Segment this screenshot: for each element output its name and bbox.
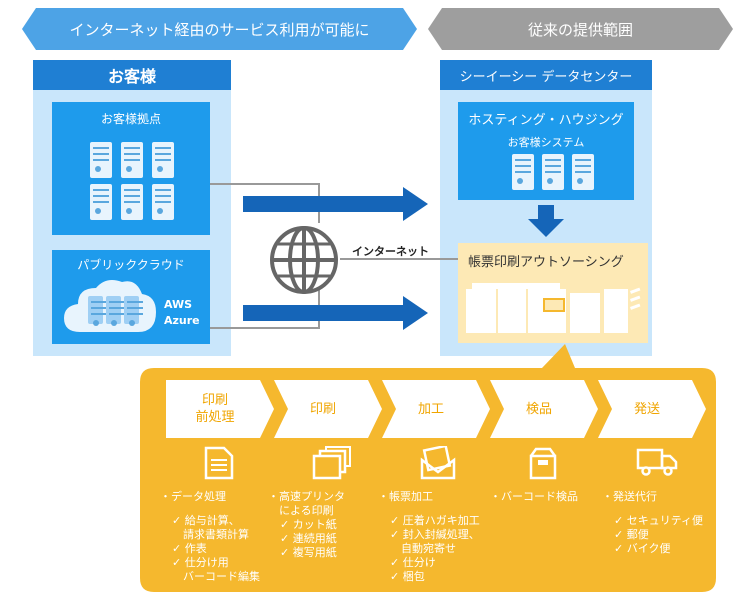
server-icon — [121, 142, 143, 178]
process-column-item: ✓ 給与計算、 — [172, 514, 240, 527]
box-icon — [528, 446, 558, 484]
arrow-right-lower — [243, 296, 428, 330]
process-column-item: ✓ 連続用紙 — [280, 532, 337, 545]
datacenter-header: シーイーシー データセンター — [440, 60, 652, 90]
process-step-5: 発送 — [598, 380, 706, 438]
outsourcing-label: 帳票印刷アウトソーシング — [468, 255, 624, 270]
process-step-label: 加工 — [417, 401, 444, 417]
arrow-right-upper — [243, 187, 428, 221]
process-column-item: ✓ 作表 — [172, 542, 207, 555]
server-icon — [121, 184, 143, 220]
process-step-label: 印刷 — [309, 401, 336, 417]
banner-conventional-scope: 従来の提供範囲 — [428, 8, 733, 50]
process-column-item: ✓ 複写用紙 — [280, 546, 337, 559]
hosting-box: ホスティング・ハウジング お客様システム — [458, 102, 634, 200]
process-step-label: 検品 — [525, 401, 552, 417]
customer-site-box: お客様拠点 — [52, 102, 210, 235]
process-column-title: ・発送代行 — [602, 490, 657, 503]
connector-internet — [340, 258, 458, 260]
process-column-item: ✓ 仕分け用 — [172, 556, 229, 569]
process-column-item: ✓ 仕分け — [390, 556, 436, 569]
process-column-item: ✓ カット紙 — [280, 518, 337, 531]
customer-header: お客様 — [33, 60, 231, 90]
public-cloud-box: パブリッククラウド AWS Azure — [52, 250, 210, 344]
customer-site-label: お客様拠点 — [100, 112, 161, 126]
process-column-item: 請求書類計算 — [172, 528, 249, 541]
process-column-item: ✓ 封入封緘処理、 — [390, 528, 480, 541]
datacenter-header-label: シーイーシー データセンター — [459, 69, 633, 85]
hosting-label: ホスティング・ハウジング — [468, 113, 624, 128]
process-column-title: ・データ処理 — [160, 490, 226, 503]
process-step-4: 検品 — [490, 380, 598, 438]
system-label: お客様システム — [507, 136, 585, 149]
printing-machine-icon — [466, 283, 641, 333]
process-step-1: 印刷前処理 — [166, 380, 274, 438]
envelope-icon — [420, 444, 456, 484]
server-icon — [90, 184, 112, 220]
customer-header-label: お客様 — [107, 67, 156, 86]
process-column-item: ✓ 郵便 — [614, 528, 649, 541]
server-icon — [124, 296, 143, 326]
down-arrow-icon — [528, 205, 564, 237]
truck-icon — [636, 446, 678, 480]
process-column-item: ✓ 梱包 — [390, 570, 425, 583]
internet-label: インターネット — [352, 245, 429, 258]
document-icon — [204, 446, 234, 484]
process-column-item: ✓ セキュリティ便 — [614, 514, 704, 527]
process-column-item: ✓ バイク便 — [614, 542, 671, 555]
server-icon — [106, 296, 125, 326]
banner-conventional-scope-label: 従来の提供範囲 — [527, 20, 633, 39]
process-step-3: 加工 — [382, 380, 490, 438]
outsourcing-box: 帳票印刷アウトソーシング — [458, 243, 648, 343]
server-icon — [512, 154, 534, 190]
process-column-item: ✓ 圧着ハガキ加工 — [390, 514, 480, 527]
process-step-label: 印刷 — [201, 393, 228, 408]
process-step-label: 発送 — [633, 401, 660, 417]
process-column-title: ・バーコード検品 — [490, 490, 578, 503]
process-column-item: バーコード編集 — [172, 570, 260, 583]
process-step-label: 前処理 — [195, 410, 235, 425]
server-icon — [542, 154, 564, 190]
globe-icon — [270, 226, 338, 294]
server-icon — [90, 142, 112, 178]
connector-cloud — [210, 327, 320, 329]
server-icon — [152, 142, 174, 178]
server-icon — [88, 296, 107, 326]
cloud-name-azure: Azure — [164, 314, 200, 327]
banner-internet-service-label: インターネット経由のサービス利用が可能に — [69, 20, 370, 39]
server-icon — [572, 154, 594, 190]
banner-internet-service: インターネット経由のサービス利用が可能に — [22, 8, 417, 50]
process-column-title: ・高速プリンタ による印刷 — [268, 490, 345, 517]
public-cloud-label: パブリッククラウド — [77, 258, 185, 272]
connector-site — [210, 183, 320, 185]
process-column-item: 自動宛寄せ — [390, 542, 456, 555]
cloud-name-aws: AWS — [164, 298, 193, 311]
process-column-title: ・帳票加工 — [378, 490, 433, 503]
process-step-2: 印刷 — [274, 380, 382, 438]
server-icon — [152, 184, 174, 220]
paper-stack-icon — [312, 446, 352, 484]
